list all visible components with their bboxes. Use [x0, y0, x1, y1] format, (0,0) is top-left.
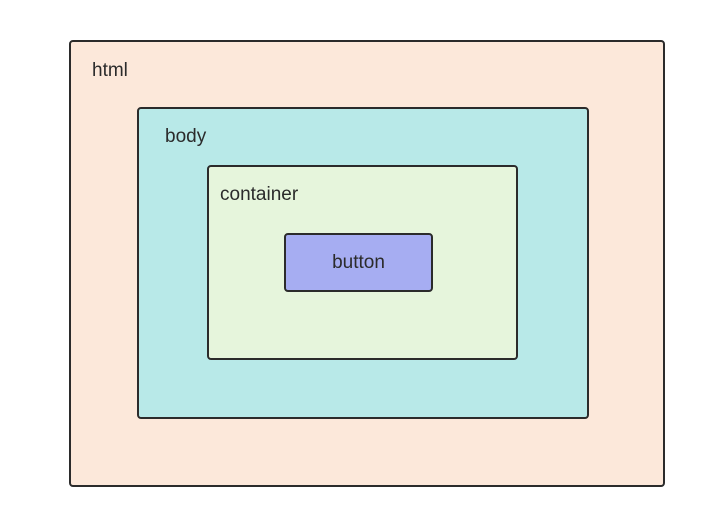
button-layer-label: button: [332, 252, 385, 273]
html-layer-label: html: [92, 60, 128, 81]
body-layer-label: body: [165, 126, 207, 147]
container-layer-label: container: [220, 184, 299, 205]
button-layer-box: button: [284, 233, 433, 292]
